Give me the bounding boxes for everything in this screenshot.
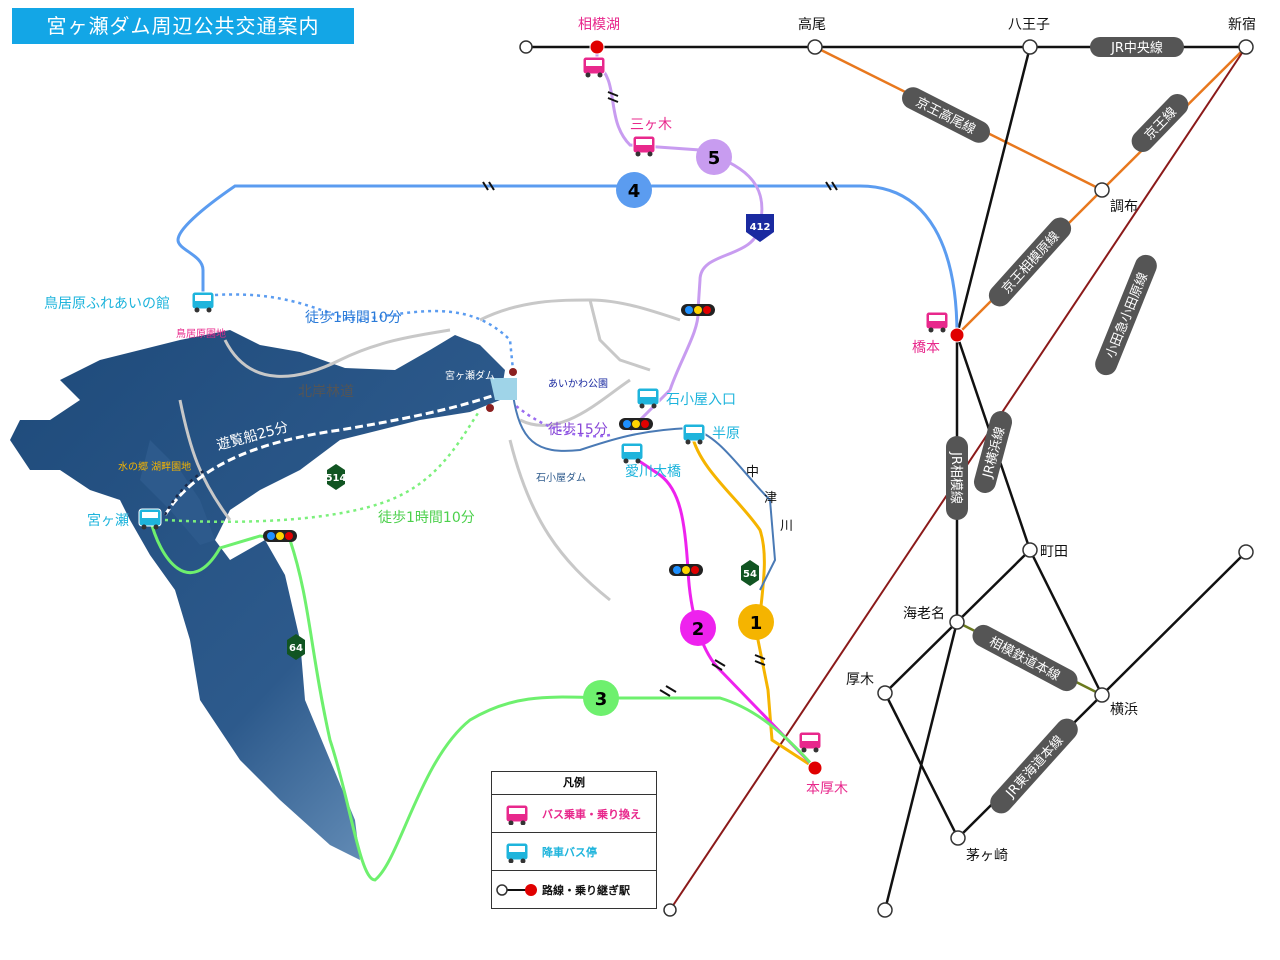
break-marks — [482, 91, 838, 697]
traffic-signal-icon — [669, 564, 703, 576]
road-54-number: 54 — [743, 569, 757, 580]
local-roads — [178, 298, 681, 602]
keio-sagamihara-label: 京王相模原線 — [999, 228, 1063, 297]
bus-boarding-icon — [798, 731, 822, 753]
jr-tokaido-label: JR東海道本線 — [1002, 732, 1067, 801]
walk-path-toriibara — [214, 293, 515, 371]
station-markers[interactable] — [519, 39, 1254, 918]
station-honatsugi-marker[interactable] — [807, 760, 823, 776]
route-number-badges: 1 2 3 4 5 — [583, 139, 774, 716]
river-char-3: 川 — [780, 519, 793, 534]
road-412-number: 412 — [750, 222, 771, 233]
station-shinjuku-label: 新宿 — [1228, 16, 1256, 33]
keio-lines — [814, 45, 1247, 336]
place-miyagase-label: 宮ヶ瀬 — [87, 513, 129, 529]
place-ishigoya-dam-label: 石小屋ダム — [536, 471, 586, 484]
traffic-signal-icon — [619, 418, 653, 430]
station-chigasaki-label: 茅ヶ崎 — [966, 848, 1008, 864]
jr-lines — [883, 46, 1247, 911]
place-toriibara-label: 鳥居原ふれあいの館 — [44, 295, 170, 312]
station-chofu-label: 調布 — [1110, 199, 1138, 215]
station-hashimoto-marker[interactable] — [949, 327, 965, 343]
legend: 凡例 バス乗車・乗り換え 降車バス停 路線・乗り継ぎ駅 — [491, 771, 657, 909]
place-aikawa-ohashi-label: 愛川大橋 — [625, 464, 681, 480]
legend-bus-boarding: バス乗車・乗り換え — [542, 807, 641, 821]
bus-stop-icon — [636, 387, 660, 409]
walk-path-ishigoya — [514, 404, 611, 438]
place-hanbara-label: 半原 — [712, 426, 740, 442]
place-hokugan-rindo-label: 北岸林道 — [298, 384, 354, 400]
station-sagamiko-marker[interactable] — [589, 39, 605, 55]
station-hachioji-label: 八王子 — [1008, 17, 1050, 33]
legend-title: 凡例 — [492, 772, 656, 795]
station-ebina-label: 海老名 — [903, 606, 945, 622]
lake-arm — [140, 440, 215, 545]
traffic-signal-icon — [681, 304, 715, 316]
bus-stop-icon — [492, 841, 542, 863]
jr-chuo-label: JR中央線 — [1110, 40, 1163, 56]
legend-row: 降車バス停 — [492, 833, 656, 871]
legend-row: 路線・乗り継ぎ駅 — [492, 871, 656, 908]
bus-stop-icon — [138, 508, 162, 530]
route-3-number: 3 — [595, 689, 608, 710]
route-5 — [595, 47, 764, 432]
place-aikawa-park-label: あいかわ公園 — [548, 378, 608, 390]
route-5-number: 5 — [708, 148, 721, 169]
place-ishigoya-iriguchi-label: 石小屋入口 — [666, 392, 736, 408]
station-honatsugi-label: 本厚木 — [806, 781, 848, 797]
road-64-number: 64 — [289, 643, 303, 654]
station-atsugi-label: 厚木 — [846, 672, 874, 688]
station-takao-label: 高尾 — [798, 16, 826, 33]
lake — [10, 330, 505, 860]
legend-bus-stop: 降車バス停 — [542, 845, 597, 859]
place-miyagase-dam-label: 宮ヶ瀬ダム — [445, 369, 495, 382]
place-mizu-no-sato-label: 水の郷 湖畔園地 — [118, 460, 191, 473]
traffic-signal-icon — [263, 530, 297, 542]
walk-ishigoya-label: 徒歩15分 — [548, 422, 608, 438]
station-sagamiko-label: 相模湖 — [578, 17, 620, 33]
river-char-2: 津 — [764, 491, 777, 506]
legend-route-station: 路線・乗り継ぎ駅 — [542, 883, 630, 897]
route-1 — [690, 434, 816, 770]
station-hashimoto-label: 橋本 — [912, 340, 940, 356]
route-station-icon — [492, 882, 542, 898]
legend-row: バス乗車・乗り換え — [492, 795, 656, 833]
bus-stop-icon — [620, 442, 644, 464]
line-labels: JR中央線 京王高尾線 京王線 京王相模原線 小田急小田原線 JR横浜線 JR相… — [902, 37, 1189, 814]
page-title: 宮ヶ瀬ダム周辺公共交通案内 — [12, 8, 354, 44]
sotetsu-label: 相模鉄道本線 — [986, 634, 1062, 685]
bus-stop-icon — [682, 423, 706, 445]
bus-boarding-icon — [632, 135, 656, 157]
route-3 — [148, 517, 817, 882]
route-2-number: 2 — [692, 619, 705, 640]
route-1-number: 1 — [750, 613, 763, 634]
boat-route-dark — [163, 468, 206, 516]
boat-route — [163, 393, 496, 516]
place-mikagi-label: 三ヶ木 — [630, 117, 672, 133]
bus-boarding-icon — [492, 803, 542, 825]
walk-miyagase-label: 徒歩1時間10分 — [378, 510, 475, 526]
river-char-1: 中 — [746, 465, 759, 480]
walk-path-miyagase — [164, 409, 482, 524]
road-shields: 412 514 54 64 — [287, 214, 774, 660]
road-514-number: 514 — [326, 473, 347, 484]
route-4-number: 4 — [628, 181, 641, 202]
station-yokohama-label: 横浜 — [1110, 702, 1138, 718]
miyagase-dam — [490, 378, 517, 400]
place-toriibara-green-label: 鳥居原園地 — [176, 327, 226, 340]
station-machida-label: 町田 — [1040, 544, 1068, 560]
bus-boarding-icon — [582, 56, 606, 78]
bus-boarding-icon — [925, 311, 949, 333]
route-2 — [629, 453, 817, 770]
walk-toriibara-label: 徒歩1時間10分 — [305, 310, 402, 326]
bus-stop-icon — [191, 291, 215, 313]
jr-sagami-label: JR相模線 — [948, 451, 964, 504]
route-4 — [176, 184, 959, 336]
nakatsu-river — [512, 394, 777, 591]
